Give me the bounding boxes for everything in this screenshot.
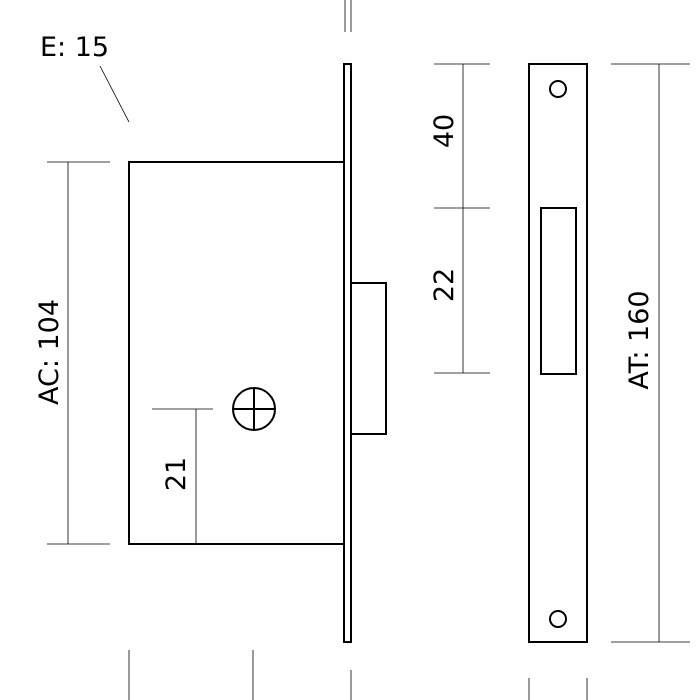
e-thickness-label: E: 15 (40, 32, 109, 63)
screw-hole-bottom-icon (549, 610, 567, 628)
hole-offset-dimension (152, 408, 213, 544)
strike-plate-slot (540, 207, 577, 375)
lock-case-body (128, 161, 345, 545)
e-leader-line (99, 65, 130, 123)
at-dimension (611, 63, 690, 643)
at-height-label: AT: 160 (624, 290, 655, 389)
hole-offset-label: 21 (161, 457, 192, 491)
vertical-dimension-chain (434, 63, 490, 374)
latch-bolt (350, 282, 387, 435)
cylinder-hole-icon (232, 387, 276, 431)
top-offset-label: 40 (429, 114, 460, 148)
lock-faceplate (343, 63, 352, 643)
screw-hole-top-icon (549, 80, 567, 98)
bottom-extension-lines (128, 650, 588, 700)
ac-height-label: AC: 104 (34, 299, 65, 405)
latch-height-label: 22 (429, 268, 460, 302)
ac-dimension (47, 161, 110, 545)
